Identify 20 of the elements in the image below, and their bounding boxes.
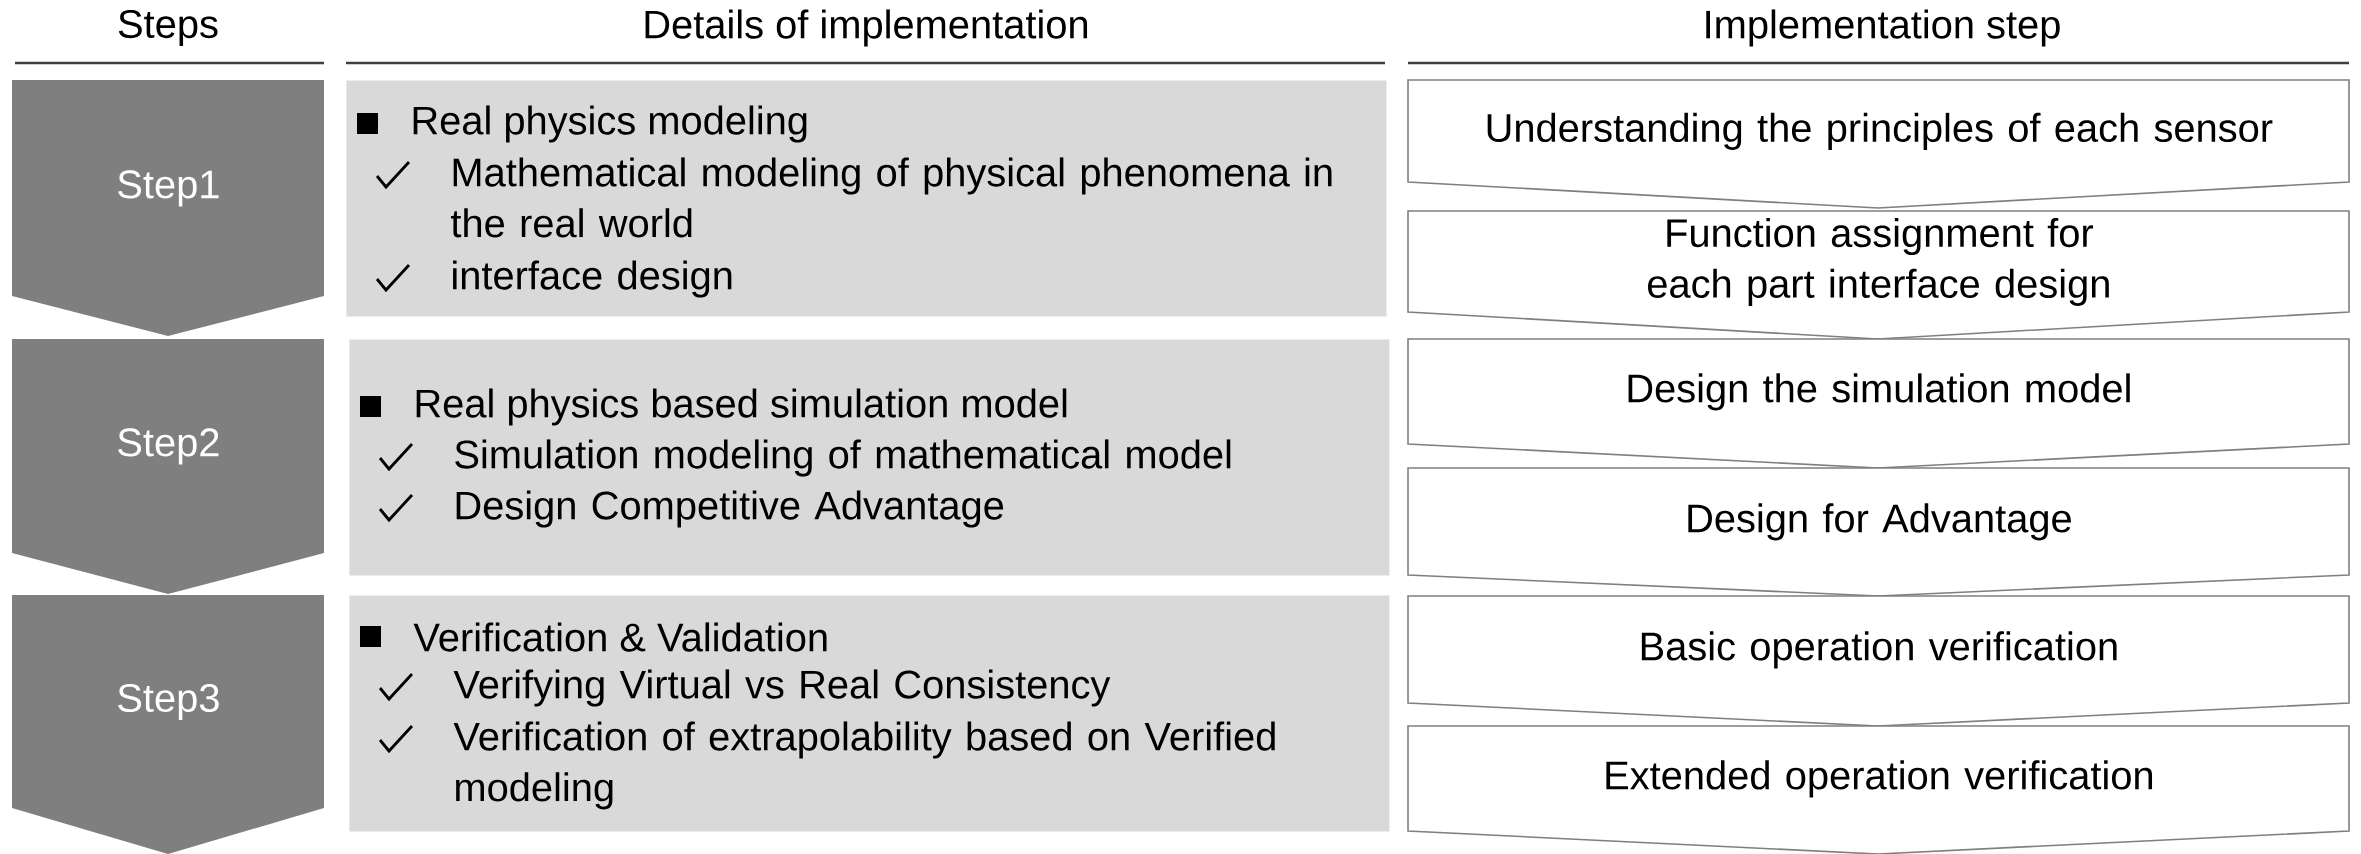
step-box: Extended operation verification xyxy=(1407,725,2350,854)
list-item: Verification of extrapolability based on Verified modeling xyxy=(453,721,1275,810)
heading-text: Real physics based simulation model xyxy=(416,388,1067,426)
node-label: Design for Advantage xyxy=(1688,503,2071,541)
list-item: Verifying Virtual vs Real Consistency xyxy=(453,669,1111,707)
step-box: Design the simulation model xyxy=(1407,338,2350,469)
list-item: Design Competitive Advantage xyxy=(456,490,1004,528)
step-box: Design for Advantage xyxy=(1407,467,2350,597)
heading-text: Real physics modeling xyxy=(413,105,807,143)
step-box: Understanding the principles of each sensor xyxy=(1407,79,2350,209)
list-item: Simulation modeling of mathematical model xyxy=(455,439,1231,477)
step-box: Function assignment for each part interface design xyxy=(1407,210,2350,340)
step-block: Step2 xyxy=(12,339,324,594)
step-box: Basic operation verification xyxy=(1407,595,2350,727)
step-block: Step1 xyxy=(12,80,324,336)
node-label: Design the simulation model xyxy=(1628,373,2130,411)
heading-text: Verification & Validation xyxy=(413,622,827,652)
node-label: Basic operation verification xyxy=(1641,631,2117,669)
list-item: interface design xyxy=(453,260,732,298)
step-block: Step3 xyxy=(12,595,324,854)
